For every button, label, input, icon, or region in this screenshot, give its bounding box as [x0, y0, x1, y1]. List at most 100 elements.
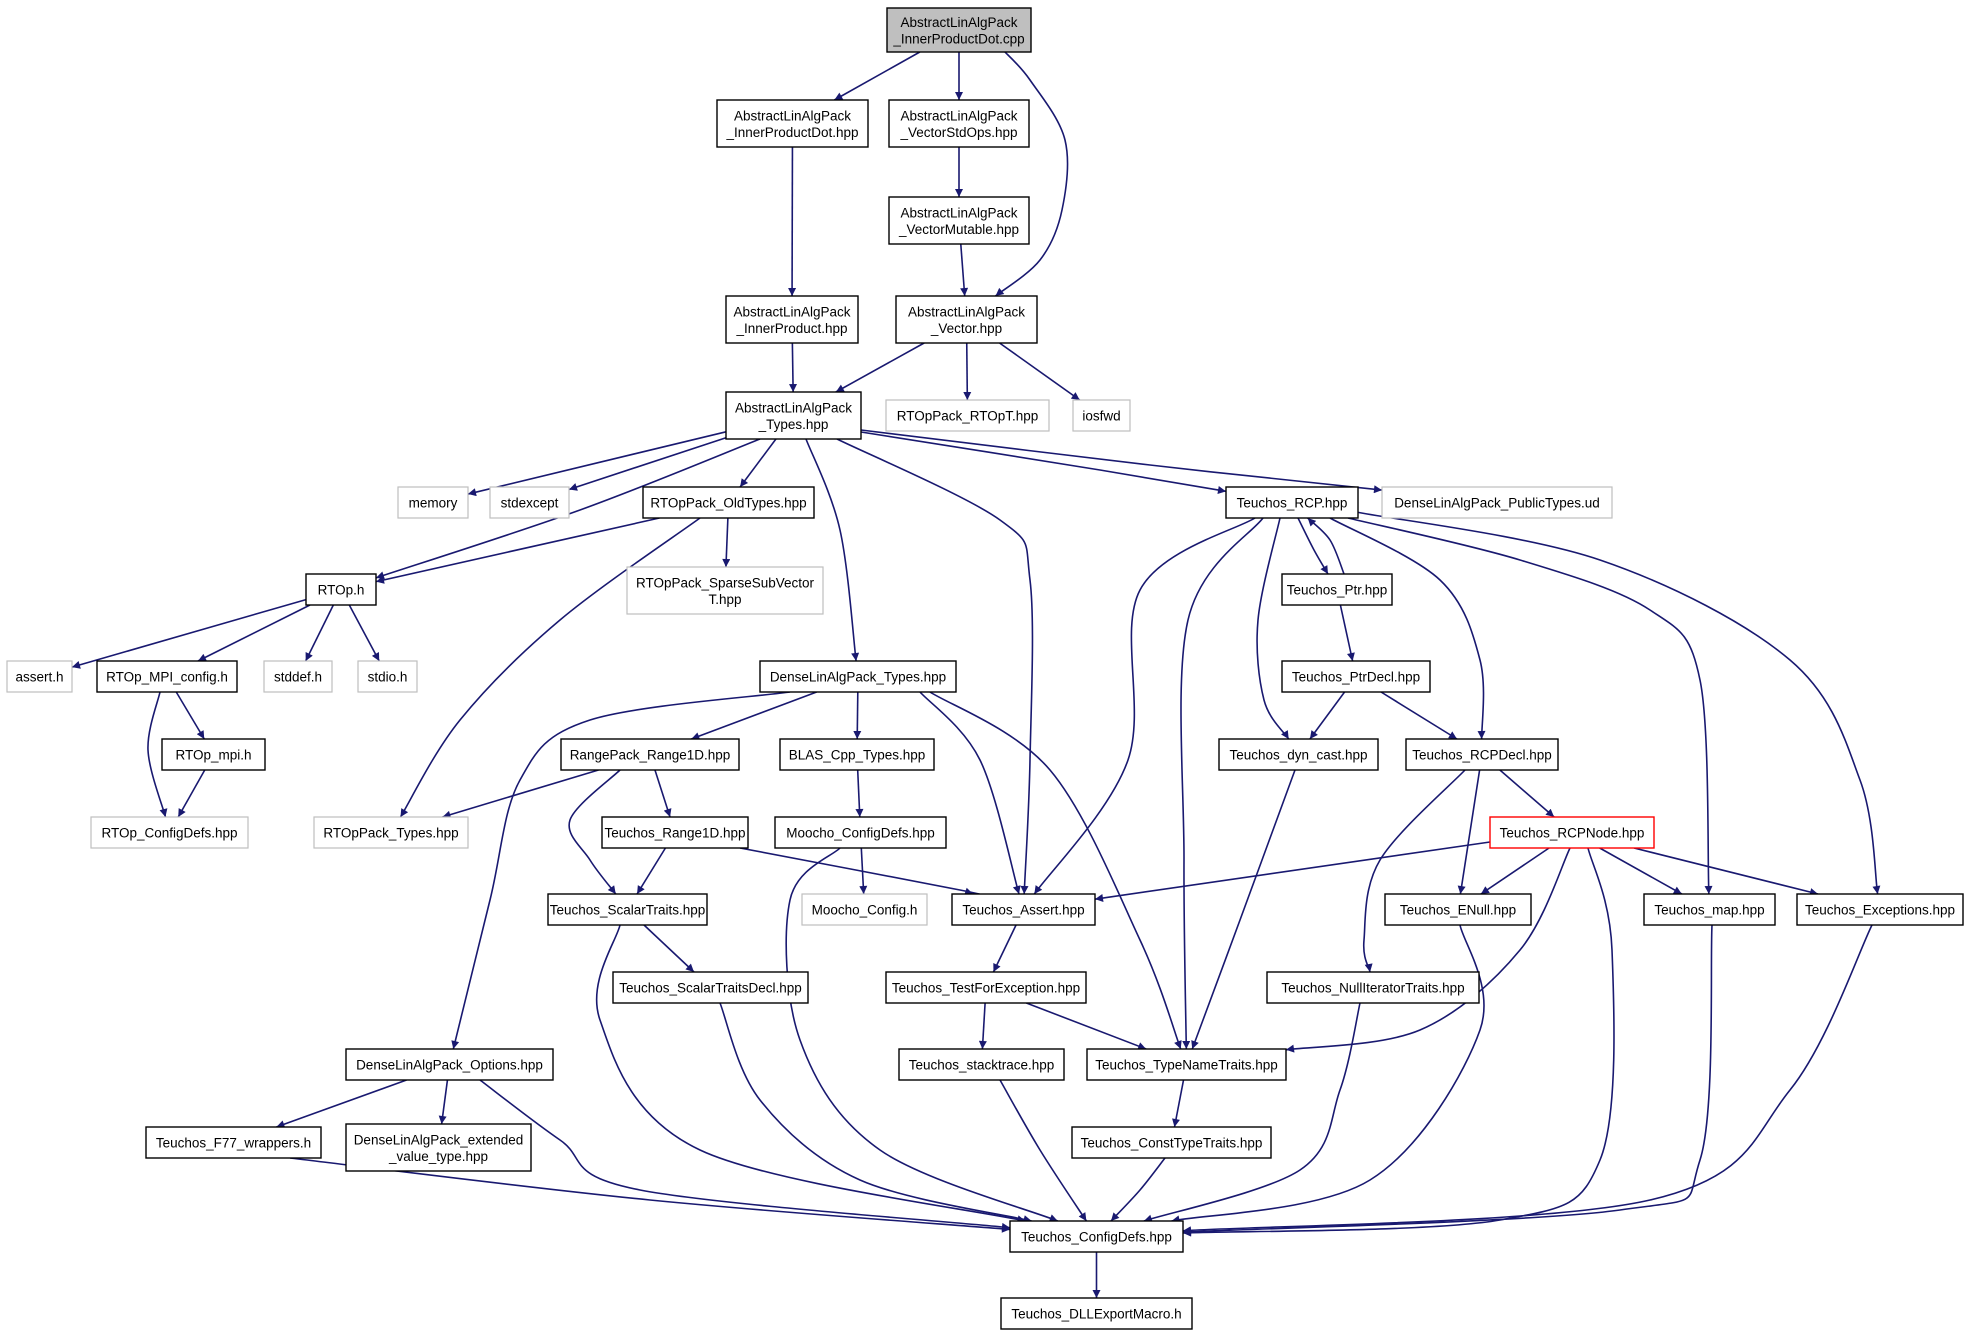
node-label: Moocho_Config.h	[812, 903, 918, 918]
node-memory: memory	[397, 486, 469, 519]
node-box	[601, 816, 749, 849]
node-box	[716, 99, 869, 148]
node-label: _Types.hpp	[758, 417, 829, 432]
node-label: DenseLinAlgPack_Types.hpp	[770, 670, 946, 685]
node-label: Teuchos_ScalarTraits.hpp	[550, 903, 706, 918]
node-mpiconfig[interactable]: RTOp_MPI_config.h	[96, 660, 238, 693]
node-dllexport[interactable]: Teuchos_DLLExportMacro.h	[1000, 1297, 1193, 1330]
edge-dlap_types-to-dlap_opts	[451, 691, 791, 1050]
node-box	[898, 1048, 1065, 1081]
node-vmutable[interactable]: AbstractLinAlgPack_VectorMutable.hpp	[888, 196, 1030, 245]
node-enull[interactable]: Teuchos_ENull.hpp	[1384, 893, 1532, 926]
node-stacktrace[interactable]: Teuchos_stacktrace.hpp	[898, 1048, 1065, 1081]
node-label: T.hpp	[708, 592, 741, 607]
node-blas[interactable]: BLAS_Cpp_Types.hpp	[779, 738, 935, 771]
node-types[interactable]: AbstractLinAlgPack _Types.hpp	[725, 391, 862, 440]
edge-rcpdecl-to-nulliter	[1362, 769, 1466, 973]
edge-vector-to-types	[835, 342, 925, 393]
node-range1d-rp[interactable]: RangePack_Range1D.hpp	[560, 738, 740, 771]
edge-types-to-assert	[836, 438, 1034, 895]
node-box	[1489, 816, 1655, 849]
edge-dyncast-to-typename	[1191, 769, 1296, 1050]
edge-t_range1d-to-assert	[739, 847, 982, 896]
edge-ptrdecl-to-dyncast	[1309, 691, 1346, 740]
node-tmap[interactable]: Teuchos_map.hpp	[1643, 893, 1776, 926]
node-label: BLAS_Cpp_Types.hpp	[789, 748, 926, 763]
node-box	[489, 486, 570, 519]
node-exceptions[interactable]: Teuchos_Exceptions.hpp	[1796, 893, 1964, 926]
node-label: Teuchos_Assert.hpp	[962, 903, 1084, 918]
node-root[interactable]: AbstractLinAlgPack_InnerProductDot.cpp	[886, 7, 1032, 53]
node-label: assert.h	[15, 670, 63, 685]
node-rcp[interactable]: Teuchos_RCP.hpp	[1225, 486, 1359, 519]
node-t-range1d[interactable]: Teuchos_Range1D.hpp	[601, 816, 749, 849]
node-stdexcept: stdexcept	[489, 486, 570, 519]
node-rtopmpi[interactable]: RTOp_mpi.h	[161, 738, 266, 771]
node-box	[1266, 971, 1480, 1004]
node-label: Teuchos_RCP.hpp	[1237, 496, 1348, 511]
node-scalar[interactable]: Teuchos_ScalarTraits.hpp	[547, 893, 708, 926]
node-label: Teuchos_PtrDecl.hpp	[1292, 670, 1420, 685]
node-box	[560, 738, 740, 771]
node-oldtypes[interactable]: RTOpPack_OldTypes.hpp	[642, 486, 815, 519]
node-label: AbstractLinAlgPack	[735, 400, 852, 415]
node-testforexc[interactable]: Teuchos_TestForException.hpp	[885, 971, 1087, 1004]
edge-types-to-stdexcept	[568, 436, 727, 491]
node-ipdot-hpp[interactable]: AbstractLinAlgPack_InnerProductDot.hpp	[716, 99, 869, 148]
node-asserth: assert.h	[6, 660, 73, 693]
node-box	[888, 99, 1030, 148]
node-rtoph[interactable]: RTOp.h	[305, 573, 377, 606]
node-label: Teuchos_ConfigDefs.hpp	[1021, 1230, 1172, 1245]
node-label: Teuchos_ConstTypeTraits.hpp	[1081, 1136, 1263, 1151]
node-nulliter[interactable]: Teuchos_NullIteratorTraits.hpp	[1266, 971, 1480, 1004]
node-dlap-pub: DenseLinAlgPack_PublicTypes.ud	[1381, 486, 1613, 519]
node-label: Teuchos_F77_wrappers.h	[156, 1136, 311, 1151]
node-f77[interactable]: Teuchos_F77_wrappers.h	[145, 1126, 322, 1159]
edge-ptrdecl-to-rcpdecl	[1380, 691, 1458, 740]
node-scalardecl[interactable]: Teuchos_ScalarTraitsDecl.hpp	[612, 971, 809, 1004]
node-label: Teuchos_ScalarTraitsDecl.hpp	[619, 981, 802, 996]
node-box	[96, 660, 238, 693]
node-box	[774, 816, 947, 849]
node-rcpdecl[interactable]: Teuchos_RCPDecl.hpp	[1405, 738, 1559, 771]
edge-dlap_opts-to-extended	[438, 1079, 449, 1125]
node-box	[885, 399, 1050, 432]
node-vstdops[interactable]: AbstractLinAlgPack_VectorStdOps.hpp	[888, 99, 1030, 148]
node-box	[313, 816, 469, 849]
node-dlap-opts[interactable]: DenseLinAlgPack_Options.hpp	[345, 1048, 554, 1081]
node-moocho-cfg[interactable]: Moocho_ConfigDefs.hpp	[774, 816, 947, 849]
node-ptrdecl[interactable]: Teuchos_PtrDecl.hpp	[1281, 660, 1431, 693]
node-box	[1796, 893, 1964, 926]
node-configdefs[interactable]: Teuchos_ConfigDefs.hpp	[1009, 1220, 1184, 1253]
edge-vector-to-rtopt	[963, 342, 972, 401]
edge-types-to-dlap_types	[805, 438, 860, 662]
edge-mpiconfig-to-rtopmpi	[175, 691, 205, 740]
node-label: AbstractLinAlgPack	[734, 108, 851, 123]
node-ptr[interactable]: Teuchos_Ptr.hpp	[1281, 573, 1393, 606]
edge-types-to-memory	[467, 431, 727, 497]
node-label: Teuchos_Exceptions.hpp	[1805, 903, 1955, 918]
node-box	[263, 660, 333, 693]
node-label: _InnerProductDot.cpp	[892, 31, 1024, 46]
node-label: _Vector.hpp	[930, 321, 1002, 336]
edge-blas-to-moocho_cfg	[855, 769, 864, 818]
edge-range1d_rp-to-t_range1d	[654, 769, 672, 818]
node-dlap-types[interactable]: DenseLinAlgPack_Types.hpp	[759, 660, 957, 693]
edge-rcpnode-to-enull	[1480, 847, 1550, 895]
node-vector[interactable]: AbstractLinAlgPack_Vector.hpp	[895, 295, 1038, 344]
node-consttype[interactable]: Teuchos_ConstTypeTraits.hpp	[1071, 1126, 1272, 1159]
node-box	[612, 971, 809, 1004]
edge-t_range1d-to-scalar	[636, 847, 667, 895]
node-dyncast[interactable]: Teuchos_dyn_cast.hpp	[1218, 738, 1379, 771]
node-extended[interactable]: DenseLinAlgPack_extended_value_type.hpp	[345, 1123, 532, 1172]
node-typename[interactable]: Teuchos_TypeNameTraits.hpp	[1086, 1048, 1287, 1081]
edge-rcpnode-to-typename	[1285, 847, 1571, 1053]
node-innerproduct[interactable]: AbstractLinAlgPack_InnerProduct.hpp	[725, 295, 859, 344]
node-label: Teuchos_TypeNameTraits.hpp	[1095, 1058, 1278, 1073]
edge-dlap_opts-to-f77	[276, 1079, 407, 1129]
node-assert[interactable]: Teuchos_Assert.hpp	[951, 893, 1096, 926]
node-label: AbstractLinAlgPack	[900, 15, 1017, 30]
node-label: Teuchos_RCPNode.hpp	[1500, 826, 1645, 841]
node-rcpnode[interactable]: Teuchos_RCPNode.hpp	[1489, 816, 1655, 849]
edge-typename-to-consttype	[1172, 1079, 1185, 1128]
